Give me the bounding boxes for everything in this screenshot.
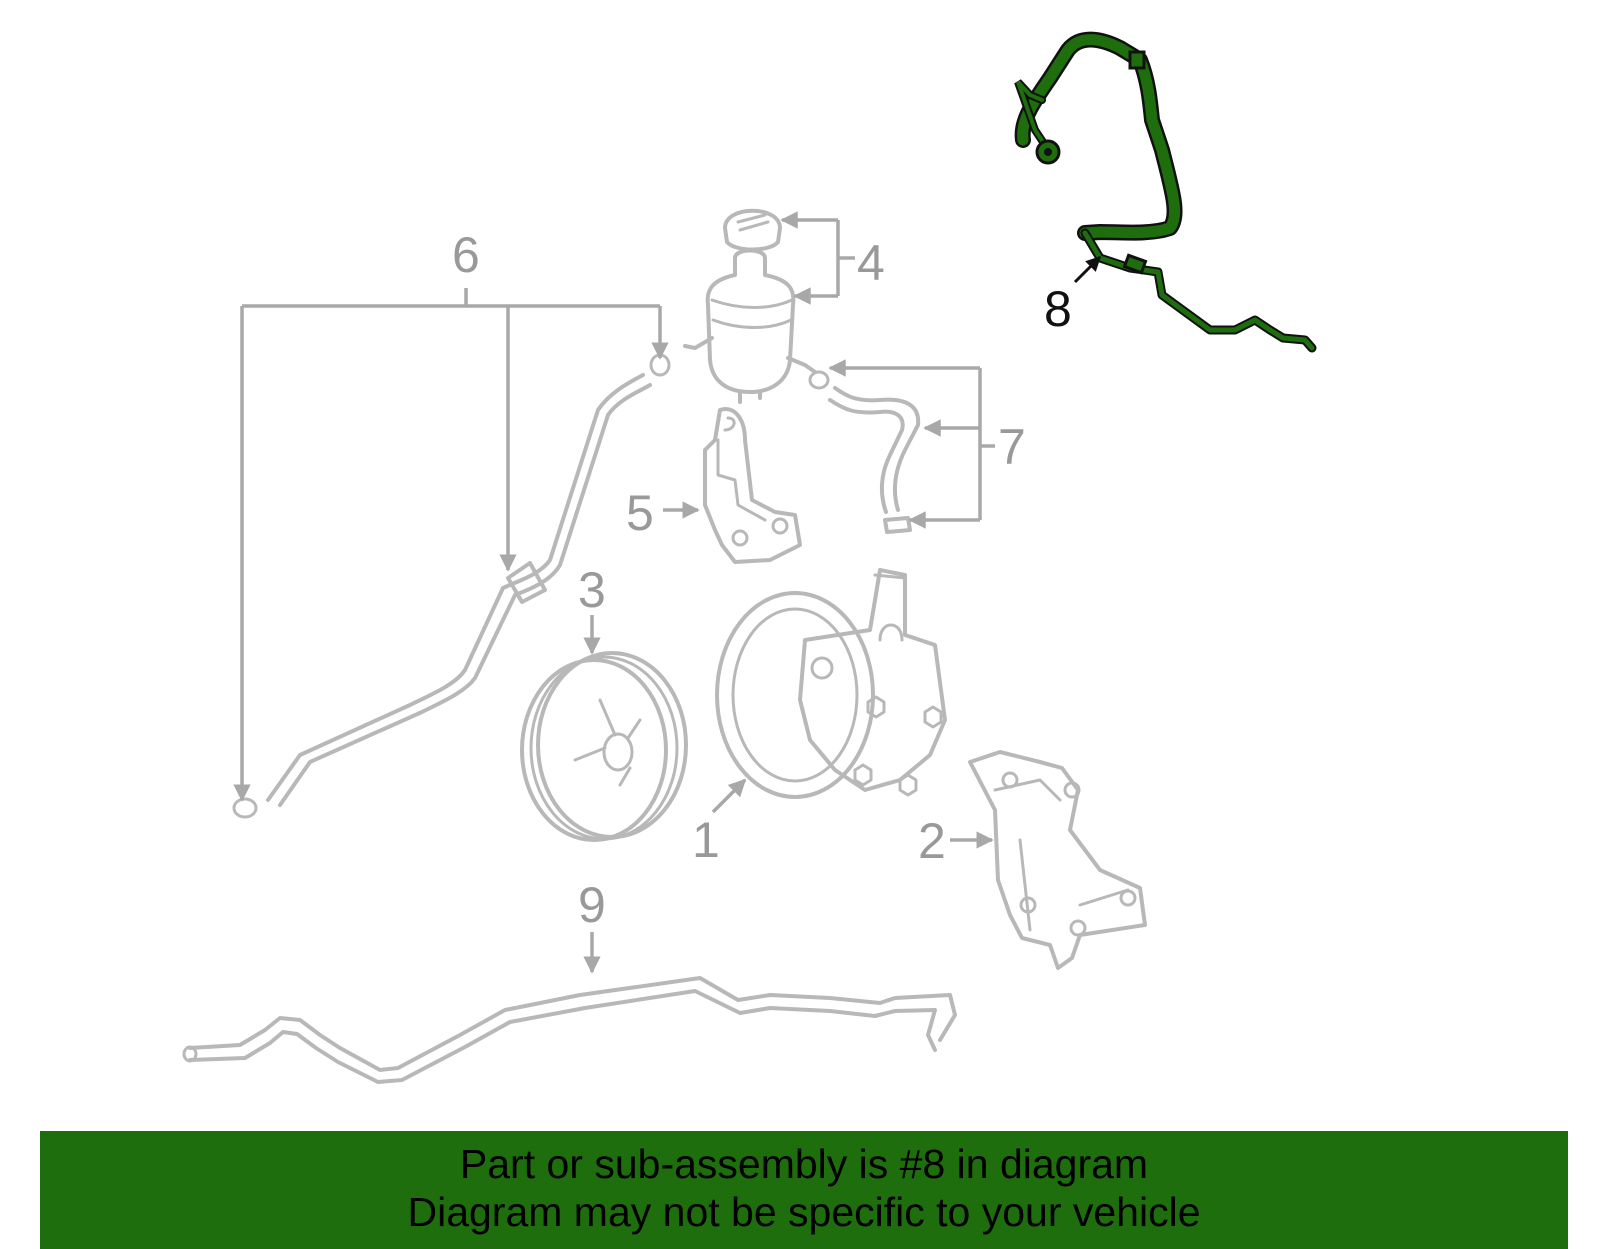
banner-line-2: Diagram may not be specific to your vehi… xyxy=(407,1189,1201,1235)
callout-labels: 1 2 3 4 5 6 7 8 9 xyxy=(452,227,1072,933)
part-3-pulley xyxy=(520,651,688,842)
part-4-reservoir xyxy=(683,208,817,404)
info-banner: Part or sub-assembly is #8 in diagram Di… xyxy=(40,1131,1568,1249)
leader-lines xyxy=(233,211,1102,974)
part-1-pump xyxy=(715,568,947,799)
callout-3: 3 xyxy=(578,562,606,618)
callout-8: 8 xyxy=(1044,281,1072,337)
part-5-bracket xyxy=(703,407,802,564)
banner-line-1: Part or sub-assembly is #8 in diagram xyxy=(459,1141,1149,1187)
callout-6: 6 xyxy=(452,227,480,283)
callout-5: 5 xyxy=(626,485,654,541)
part-9-line xyxy=(182,976,957,1084)
callout-7: 7 xyxy=(998,419,1026,475)
callout-1: 1 xyxy=(692,812,720,868)
callout-9: 9 xyxy=(578,877,606,933)
part-8-pressure-hose xyxy=(1014,31,1317,353)
part-7-return-hose xyxy=(808,370,921,534)
callout-4: 4 xyxy=(857,235,885,291)
callout-2: 2 xyxy=(918,813,946,869)
part-2-pump-bracket xyxy=(968,750,1147,970)
